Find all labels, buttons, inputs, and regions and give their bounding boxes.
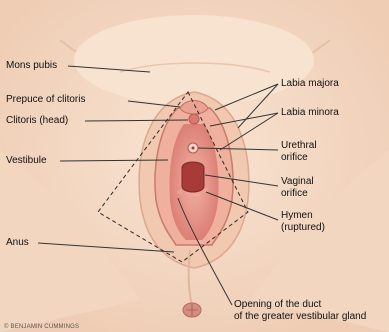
label-vestibule: Vestibule <box>6 155 47 167</box>
label-hymen: Hymen (ruptured) <box>281 210 325 234</box>
clitoris-shape <box>189 114 199 124</box>
hymen-remnant <box>178 190 183 195</box>
label-vaginal-line-1: Vaginal <box>281 176 314 188</box>
label-clitoris-head: Clitoris (head) <box>6 115 68 127</box>
vaginal-orifice-shape <box>182 162 204 192</box>
label-anus: Anus <box>6 237 29 249</box>
hymen-remnant <box>192 196 197 201</box>
label-prepuce-of-clitoris: Prepuce of clitoris <box>6 94 85 106</box>
hymen-remnant <box>204 188 209 193</box>
label-hymen-line-2: (ruptured) <box>281 222 325 234</box>
label-urethral-line-2: orifice <box>281 152 317 164</box>
label-labia-majora: Labia majora <box>281 78 339 90</box>
label-gland-duct-line-2: of the greater vestibular gland <box>234 311 366 323</box>
label-labia-minora: Labia minora <box>281 107 339 119</box>
copyright-text: © BENJAMIN CUMMINGS <box>4 324 79 330</box>
label-vaginal-line-2: orifice <box>281 188 314 200</box>
label-hymen-line-1: Hymen <box>281 210 325 222</box>
label-vestibular-gland-duct: Opening of the duct of the greater vesti… <box>234 299 366 323</box>
label-mons-pubis: Mons pubis <box>6 60 57 72</box>
label-vaginal-orifice: Vaginal orifice <box>281 176 314 200</box>
label-urethral-orifice: Urethral orifice <box>281 140 317 164</box>
label-gland-duct-line-1: Opening of the duct <box>234 299 366 311</box>
label-urethral-line-1: Urethral <box>281 140 317 152</box>
